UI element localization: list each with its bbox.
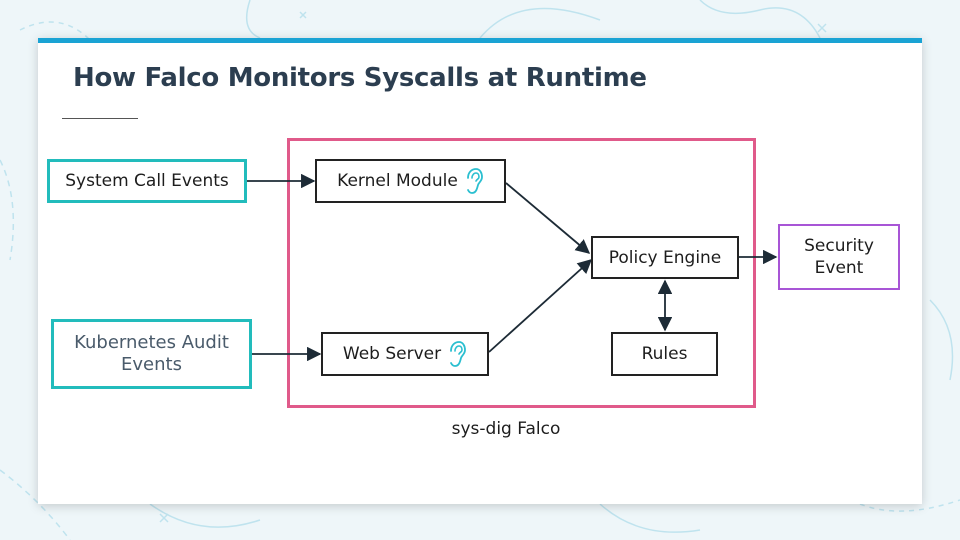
slide-title: How Falco Monitors Syscalls at Runtime	[73, 63, 647, 93]
title-underline	[62, 118, 138, 119]
policy-engine-label: Policy Engine	[608, 247, 722, 268]
accent-bar	[38, 38, 922, 43]
system-call-events-box: System Call Events	[47, 159, 247, 203]
rules-label: Rules	[641, 344, 688, 364]
rules-box: Rules	[611, 332, 718, 376]
system-call-events-label: System Call Events	[65, 171, 229, 191]
web-server-label: Web Server	[342, 344, 442, 364]
falco-container	[287, 138, 756, 408]
kubernetes-audit-events-box: Kubernetes Audit Events	[51, 319, 252, 389]
kubernetes-audit-events-label-line1: Kubernetes Audit	[74, 332, 229, 353]
security-event-box: Security Event	[778, 224, 900, 290]
ear-icon	[466, 168, 483, 194]
kubernetes-audit-events-label-line2: Events	[121, 354, 182, 375]
security-event-label-line2: Event	[814, 258, 864, 278]
falco-container-label: sys-dig Falco	[451, 419, 561, 439]
kernel-module-box: Kernel Module	[315, 159, 506, 203]
ear-icon	[450, 341, 467, 367]
security-event-label-line1: Security	[804, 236, 874, 256]
slide-card: How Falco Monitors Syscalls at Runtime	[38, 38, 922, 504]
kernel-module-label: Kernel Module	[337, 171, 458, 191]
web-server-box: Web Server	[321, 332, 489, 376]
arrow-webserver-to-policy	[488, 259, 593, 353]
arrow-kernel-to-policy	[505, 182, 591, 254]
policy-engine-box: Policy Engine	[591, 236, 739, 279]
